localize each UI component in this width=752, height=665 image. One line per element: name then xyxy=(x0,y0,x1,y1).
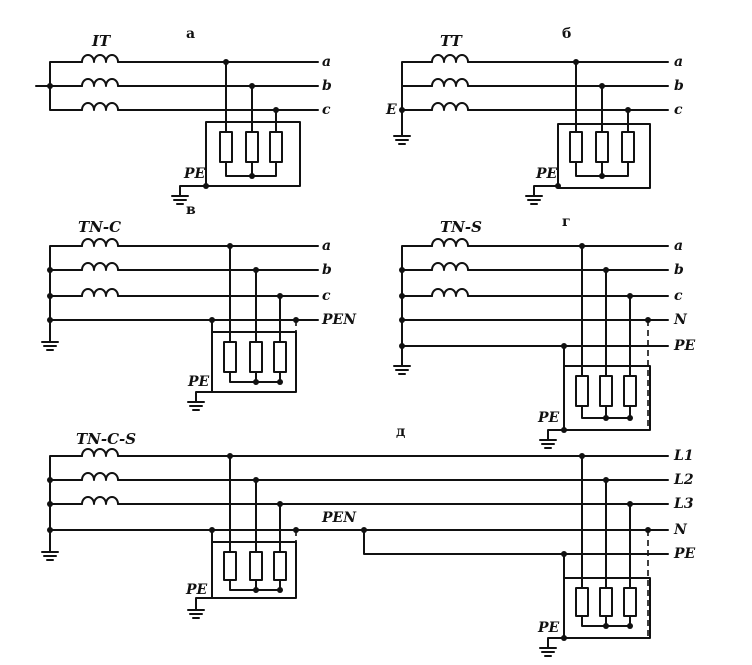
panel-label-b: б xyxy=(562,26,571,42)
system-label-tt: TT xyxy=(440,32,464,50)
ground-icon xyxy=(539,439,557,449)
coil-icon xyxy=(81,238,119,297)
ground-icon xyxy=(393,135,411,145)
line-label-pen: PEN xyxy=(321,312,357,328)
system-label-tn-c: TN-C xyxy=(78,218,121,236)
load-enclosure xyxy=(557,123,651,189)
line-label-pe: PE xyxy=(673,338,696,354)
system-label-tn-c-s: TN-C-S xyxy=(76,430,136,448)
pe-label-first: PE xyxy=(185,582,208,598)
pen-label: PEN xyxy=(321,510,357,526)
panel-label-a: а xyxy=(186,26,195,42)
coil-icon xyxy=(431,54,469,111)
line-label-b: b xyxy=(674,78,684,94)
pe-label: PE xyxy=(537,410,560,426)
coil-icon xyxy=(81,448,119,505)
coil-icon xyxy=(81,54,119,111)
ground-icon xyxy=(393,365,411,375)
pe-label: PE xyxy=(183,166,206,182)
system-label-it: IT xyxy=(91,32,112,50)
panel-label-v: в xyxy=(186,202,196,218)
line-label-l2: L2 xyxy=(673,472,694,488)
ground-icon xyxy=(525,195,543,205)
pe-label-second: PE xyxy=(537,620,560,636)
line-label-b: b xyxy=(322,262,332,278)
load-enclosure xyxy=(563,365,651,431)
ground-icon xyxy=(41,341,59,351)
panel-tn-c-s: д TN-C-S L1 L2 L3 N PE PEN xyxy=(41,424,696,657)
line-label-a: a xyxy=(322,238,331,254)
line-label-l3: L3 xyxy=(673,496,694,512)
panel-label-d: д xyxy=(396,424,405,440)
line-label-n: N xyxy=(673,522,688,538)
line-label-l1: L1 xyxy=(673,448,694,464)
panel-tt: б TT E a b c PE xyxy=(385,26,684,205)
line-label-a: a xyxy=(322,54,331,70)
pe-label: PE xyxy=(187,374,210,390)
line-label-c: c xyxy=(322,288,331,304)
line-label-n: N xyxy=(673,312,688,328)
load-enclosure xyxy=(563,577,651,639)
system-label-tn-s: TN-S xyxy=(440,218,482,236)
panel-it: а IT a b c PE xyxy=(35,26,332,205)
ground-icon xyxy=(187,609,205,619)
coil-icon xyxy=(431,238,469,297)
line-label-c: c xyxy=(322,102,331,118)
ground-icon xyxy=(539,647,557,657)
line-label-a: a xyxy=(674,54,683,70)
ground-icon xyxy=(187,401,205,411)
line-label-pe: PE xyxy=(673,546,696,562)
panel-label-g: г xyxy=(562,214,571,230)
line-label-b: b xyxy=(674,262,684,278)
pe-label: PE xyxy=(535,166,558,182)
line-label-a: a xyxy=(674,238,683,254)
panel-tn-s: г TN-S a b c N PE PE xyxy=(393,214,696,449)
load-enclosure xyxy=(205,121,301,187)
ground-icon xyxy=(171,195,189,205)
ground-icon xyxy=(41,551,59,561)
line-label-c: c xyxy=(674,288,683,304)
line-label-b: b xyxy=(322,78,332,94)
line-label-c: c xyxy=(674,102,683,118)
panel-tn-c: в TN-C a b c PEN PE xyxy=(41,202,357,411)
earth-point-label: E xyxy=(385,102,397,118)
